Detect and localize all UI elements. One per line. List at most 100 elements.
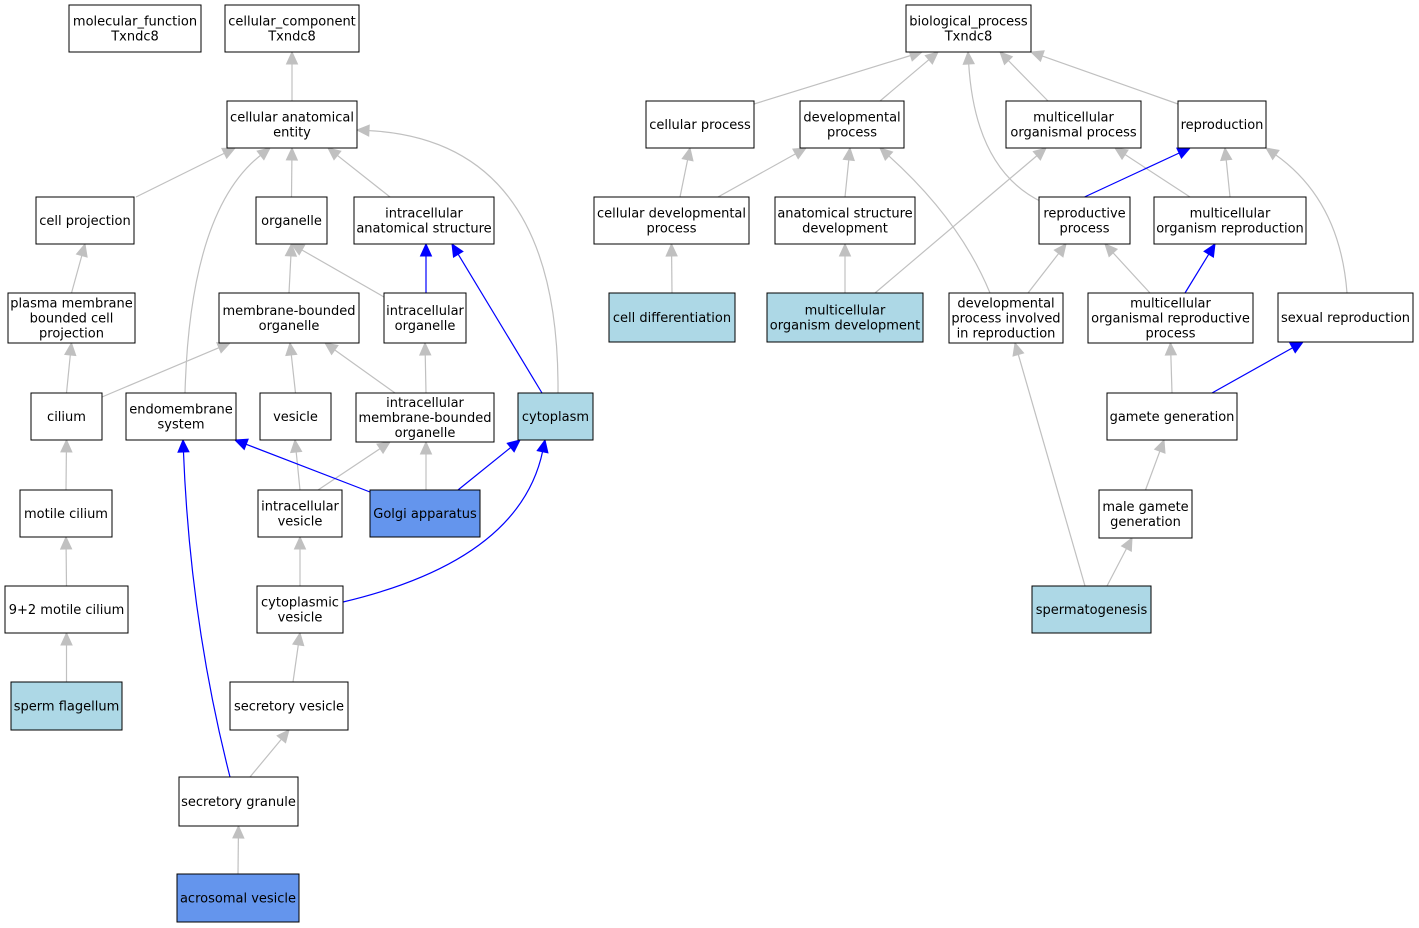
node-label: male gamete	[1102, 500, 1188, 515]
node-box[interactable]	[1177, 100, 1267, 149]
node-box[interactable]	[383, 292, 467, 344]
node-box[interactable]	[1031, 585, 1152, 634]
node-label: entity	[273, 126, 311, 141]
node-box[interactable]	[766, 292, 924, 343]
edge-arrowhead	[962, 50, 976, 65]
node-cytoplasm[interactable]: cytoplasm	[517, 392, 594, 441]
node-acro[interactable]: acrosomal vesicle	[176, 873, 300, 923]
node-box[interactable]	[229, 681, 349, 731]
node-box[interactable]	[10, 681, 123, 731]
node-box[interactable]	[257, 489, 343, 538]
node-box[interactable]	[1106, 392, 1238, 441]
node-box[interactable]	[1005, 100, 1142, 149]
node-box[interactable]	[30, 392, 103, 441]
node-label: sperm flagellum	[14, 700, 119, 715]
node-cellproj[interactable]: cell projection	[35, 196, 135, 245]
edge-mgg-to-gamgen	[1144, 438, 1166, 491]
node-box[interactable]	[905, 4, 1032, 53]
node-box[interactable]	[1087, 292, 1254, 344]
node-box[interactable]	[125, 392, 237, 441]
node-box[interactable]	[355, 392, 495, 443]
edge-arrowhead	[285, 341, 298, 357]
edge-line	[1007, 59, 1049, 102]
node-spermato[interactable]: spermatogenesis	[1031, 585, 1152, 634]
node-box[interactable]	[948, 292, 1064, 344]
node-box[interactable]	[226, 100, 358, 149]
node-box[interactable]	[259, 392, 332, 441]
edge-arrowhead	[1203, 242, 1216, 258]
node-label: multicellular	[1190, 207, 1271, 222]
node-box[interactable]	[68, 4, 202, 53]
edge-cdp-to-dp	[717, 147, 808, 198]
node-box[interactable]	[517, 392, 594, 441]
node-box[interactable]	[645, 100, 755, 149]
node-sexrep[interactable]: sexual reproduction	[1277, 292, 1414, 343]
node-box[interactable]	[176, 873, 300, 923]
edge-line	[101, 346, 221, 398]
node-label: cytoplasmic	[261, 596, 339, 611]
node-sg[interactable]: secretory granule	[178, 776, 299, 827]
node-box[interactable]	[1277, 292, 1414, 343]
node-box[interactable]	[218, 292, 360, 344]
node-box[interactable]	[608, 292, 736, 343]
node-box[interactable]	[224, 4, 360, 53]
node-box[interactable]	[1153, 196, 1307, 245]
node-box[interactable]	[1038, 196, 1131, 245]
node-golgi[interactable]: Golgi apparatus	[369, 489, 481, 538]
node-cp[interactable]: cellular process	[645, 100, 755, 149]
node-sv[interactable]: secretory vesicle	[229, 681, 349, 731]
node-box[interactable]	[178, 776, 299, 827]
node-label: Txndc8	[944, 30, 993, 45]
node-box[interactable]	[256, 585, 344, 634]
node-label: organism reproduction	[1156, 222, 1304, 237]
node-box[interactable]	[1098, 489, 1193, 539]
edge-cellproj-to-cae	[135, 147, 237, 198]
node-celldiff[interactable]: cell differentiation	[608, 292, 736, 343]
node-box[interactable]	[774, 196, 916, 245]
edge-line	[1225, 158, 1231, 198]
node-box[interactable]	[4, 585, 129, 634]
edge-imbo-to-io	[418, 341, 432, 394]
node-box[interactable]	[369, 489, 481, 538]
node-box[interactable]	[353, 196, 495, 245]
node-box[interactable]	[255, 196, 328, 245]
node-organelle[interactable]: organelle	[255, 196, 328, 245]
node-sperm_flag[interactable]: sperm flagellum	[10, 681, 123, 731]
node-repro[interactable]: reproduction	[1177, 100, 1267, 149]
node-gamgen[interactable]: gamete generation	[1106, 392, 1238, 441]
node-box[interactable]	[7, 292, 136, 344]
node-box[interactable]	[19, 489, 113, 538]
node-box[interactable]	[799, 100, 905, 149]
edge-line	[1084, 152, 1181, 198]
node-box[interactable]	[593, 196, 750, 245]
node-box[interactable]	[35, 196, 135, 245]
node-cilium[interactable]: cilium	[30, 392, 103, 441]
node-motile[interactable]: motile cilium	[19, 489, 113, 538]
node-label: organelle	[261, 214, 322, 229]
edge-arrowhead	[419, 440, 433, 455]
node-m92[interactable]: 9+2 motile cilium	[4, 585, 129, 634]
node-vesicle[interactable]: vesicle	[259, 392, 332, 441]
